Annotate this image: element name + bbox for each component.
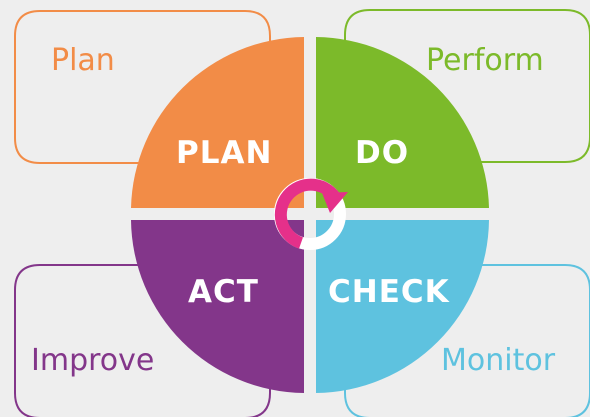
perform-box-label: Perform <box>426 43 544 78</box>
improve-box <box>14 264 271 417</box>
check-quadrant-label: CHECK <box>328 274 450 310</box>
plan-box <box>14 10 271 164</box>
perform-box <box>344 9 590 163</box>
monitor-box <box>344 264 590 417</box>
act-quadrant <box>131 220 304 393</box>
plan-quadrant-label: PLAN <box>176 135 272 171</box>
do-quadrant-label: DO <box>355 135 409 171</box>
plan-quadrant <box>131 37 304 208</box>
cycle-arrowhead-icon <box>322 192 348 213</box>
plan-box-label: Plan <box>51 43 115 78</box>
act-quadrant-label: ACT <box>188 274 259 310</box>
check-quadrant <box>316 220 489 393</box>
improve-box-label: Improve <box>31 343 154 378</box>
monitor-box-label: Monitor <box>441 343 556 378</box>
do-quadrant <box>316 37 489 208</box>
cycle-arrow-icon <box>274 178 343 249</box>
